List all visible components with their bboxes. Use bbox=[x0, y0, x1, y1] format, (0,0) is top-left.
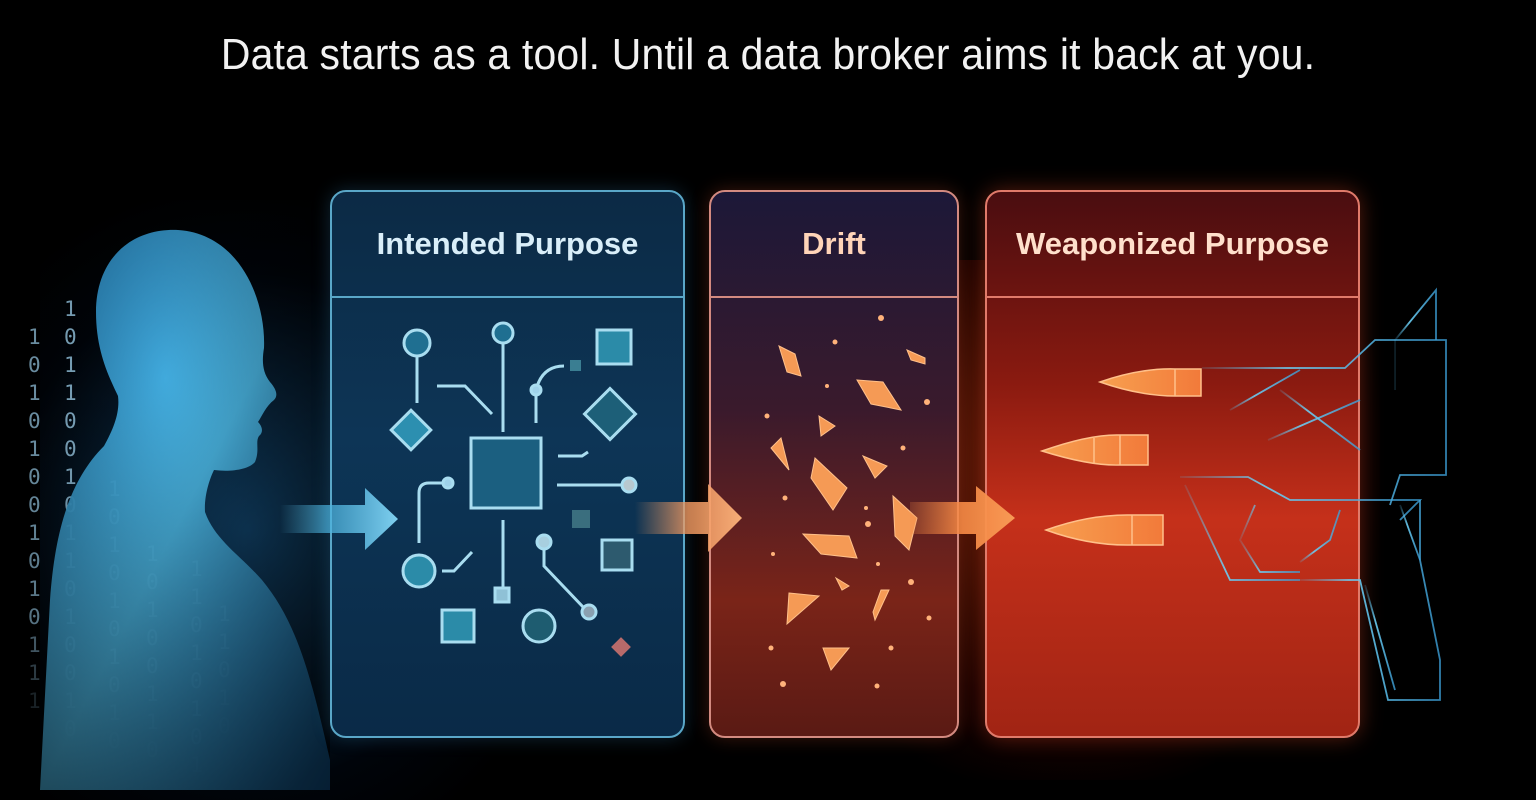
panel-weaponized-purpose: Weaponized Purpose bbox=[985, 190, 1360, 738]
panel-title: Weaponized Purpose bbox=[1016, 226, 1329, 261]
panel-body bbox=[987, 298, 1358, 736]
headline: Data starts as a tool. Until a data brok… bbox=[220, 30, 1316, 79]
panel-title: Intended Purpose bbox=[376, 226, 639, 261]
divider bbox=[987, 296, 1358, 298]
divider bbox=[332, 296, 683, 298]
network-nodes-icon bbox=[389, 321, 638, 657]
panel-body bbox=[711, 298, 957, 736]
panel-body bbox=[332, 298, 683, 736]
person-silhouette-icon bbox=[0, 200, 330, 790]
panel-drift: Drift bbox=[709, 190, 959, 738]
panel-title: Drift bbox=[802, 226, 866, 261]
panel-intended-purpose: Intended Purpose bbox=[330, 190, 685, 738]
scattered-shards-icon bbox=[764, 315, 932, 689]
divider bbox=[711, 296, 957, 298]
